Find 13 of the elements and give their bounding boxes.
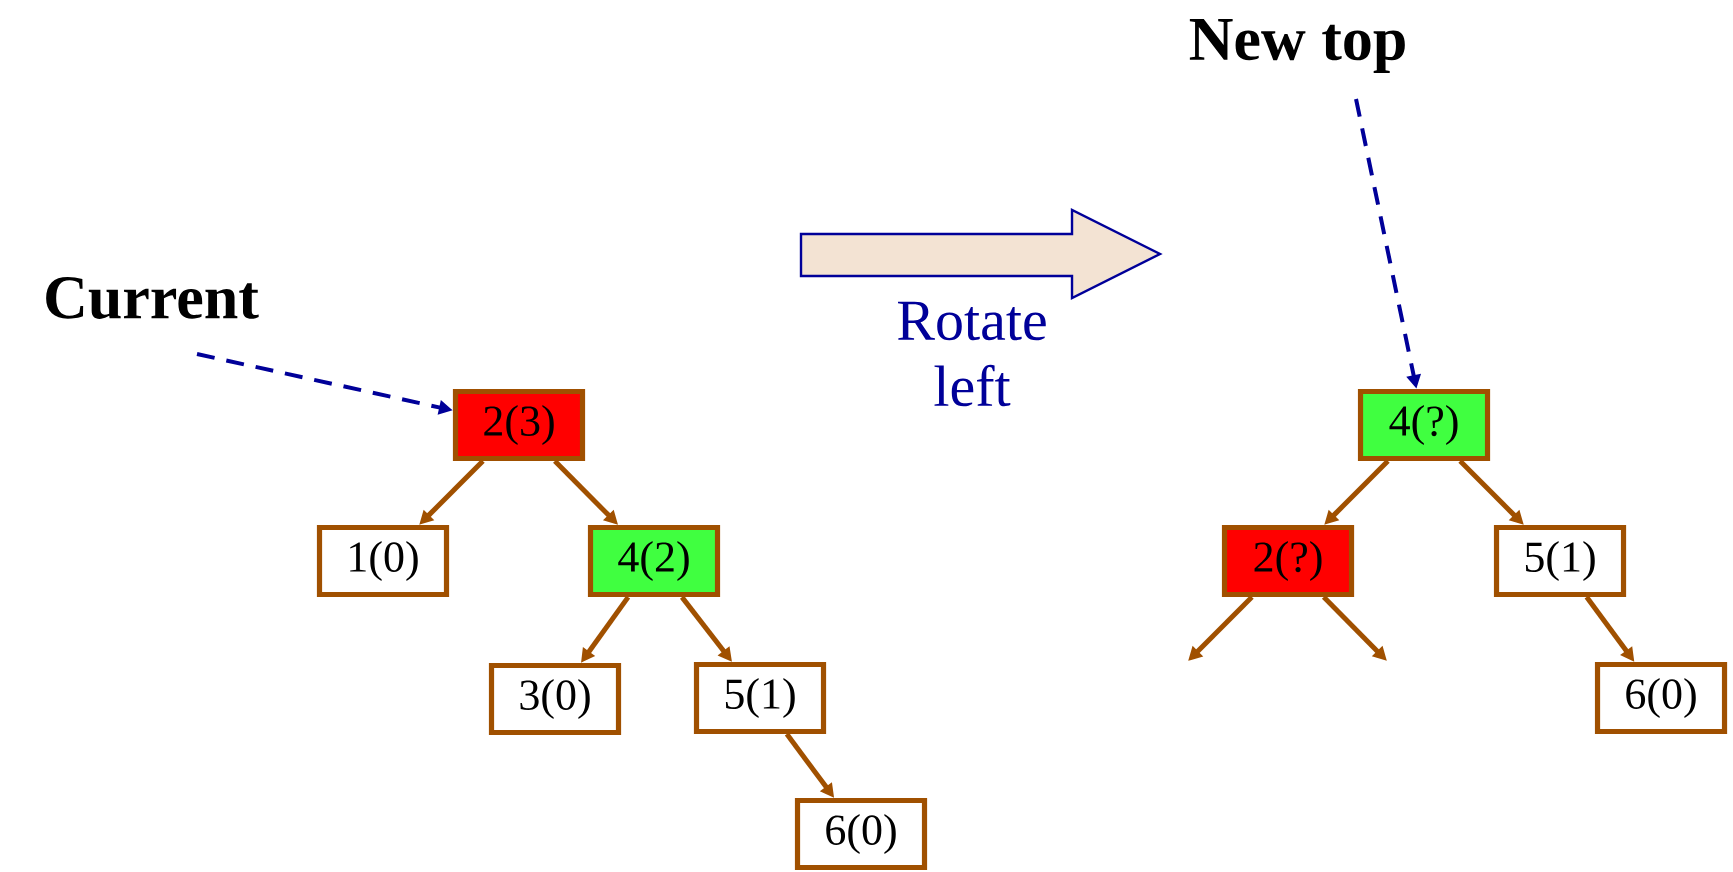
tree-node-box: 3(0) [488, 662, 622, 736]
tree-node-box: 2(?) [1221, 524, 1355, 598]
tree-node-box: 4(2) [587, 524, 721, 598]
pointer-label: New top [1189, 19, 1405, 73]
tree-node-box: 5(1) [1493, 524, 1627, 598]
tree-node-box: 6(0) [1594, 661, 1728, 735]
tree-node-box: 5(1) [693, 661, 827, 735]
arrow-caption: Rotate left [898, 301, 1046, 407]
tree-node-box: 4(?) [1357, 388, 1491, 462]
tree-node-box: 2(3) [452, 388, 586, 462]
pointer-label: Current [46, 277, 259, 319]
tree-node-box: 1(0) [316, 524, 450, 598]
tree-node-box: 6(0) [794, 797, 928, 871]
